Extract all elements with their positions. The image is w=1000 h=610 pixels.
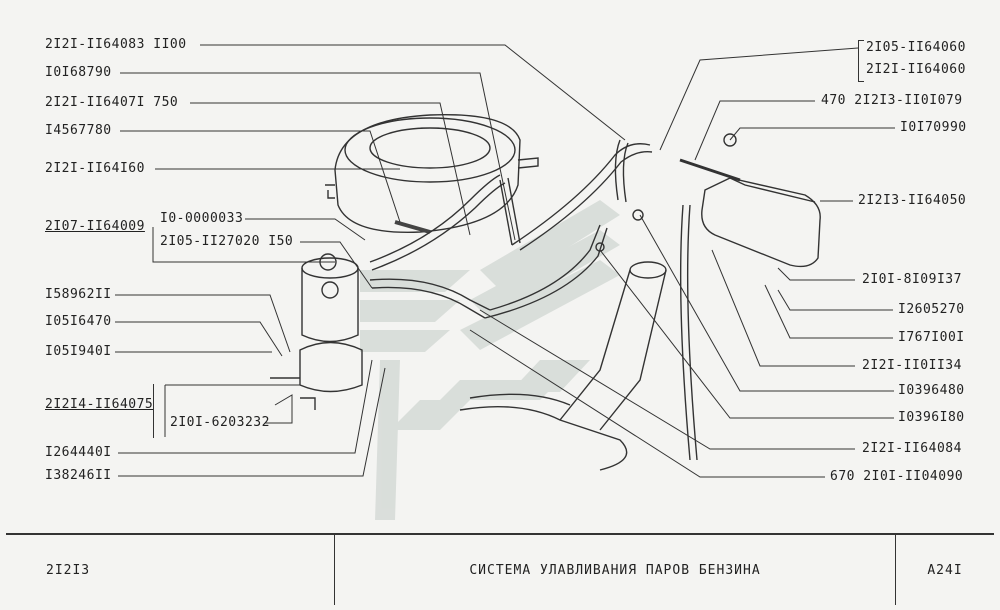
part-label: I264440I (45, 445, 112, 460)
sheet-number: A24I (927, 562, 963, 578)
part-label: I05I6470 (45, 314, 112, 329)
separator-tank (595, 133, 821, 268)
assembly-label: 2I07-II64009 (45, 219, 145, 234)
leader-lines (115, 44, 895, 478)
title-block: 2I2I3 СИСТЕМА УЛАВЛИВАНИЯ ПАРОВ БЕНЗИНА … (6, 533, 994, 605)
part-label: 2I05-II64060 (866, 40, 966, 55)
part-label: 2I2I3-II64050 (858, 193, 967, 208)
sheet-title: СИСТЕМА УЛАВЛИВАНИЯ ПАРОВ БЕНЗИНА (469, 562, 761, 578)
part-label: I38246II (45, 468, 112, 483)
vapor-hoses (369, 139, 698, 461)
part-label: 2I2I-II0II34 (862, 358, 962, 373)
part-label: 2I2I-II64I60 (45, 161, 145, 176)
charcoal-canister (270, 253, 363, 410)
part-label: I58962II (45, 287, 112, 302)
parts-diagram (115, 44, 895, 520)
part-label: I0-0000033 (160, 211, 244, 226)
part-label: 670 2I0I-II04090 (830, 469, 964, 484)
part-label: 2I2I-II64060 (866, 62, 966, 77)
label-bracket (153, 384, 166, 438)
part-label: 2I2I-II64083 II00 (45, 37, 187, 52)
part-label: I0396480 (898, 383, 965, 398)
part-label: I4567780 (45, 123, 112, 138)
label-bracket (858, 40, 864, 82)
part-label: I05I940I (45, 344, 112, 359)
part-label: I0396I80 (898, 410, 965, 425)
filler-neck (459, 261, 667, 471)
part-label: 2I2I-II6407I 750 (45, 95, 179, 110)
air-filter-housing (325, 114, 539, 234)
watermark-logo (360, 200, 620, 520)
divider (895, 535, 896, 605)
part-label: 2I2I-II64084 (862, 441, 962, 456)
divider (334, 535, 335, 605)
part-label: I0I68790 (45, 65, 112, 80)
part-label: 470 2I2I3-II0I079 (821, 93, 963, 108)
part-label: I767I00I (898, 330, 965, 345)
model-number: 2I2I3 (46, 562, 91, 578)
assembly-label: 2I2I4-II64075 (45, 397, 154, 412)
part-label: 2I05-II27020 I50 (160, 234, 294, 249)
part-label: I2605270 (898, 302, 965, 317)
part-label: 2I0I-8I09I37 (862, 272, 962, 287)
part-label: 2I0I-6203232 (170, 415, 270, 430)
part-label: I0I70990 (900, 120, 967, 135)
